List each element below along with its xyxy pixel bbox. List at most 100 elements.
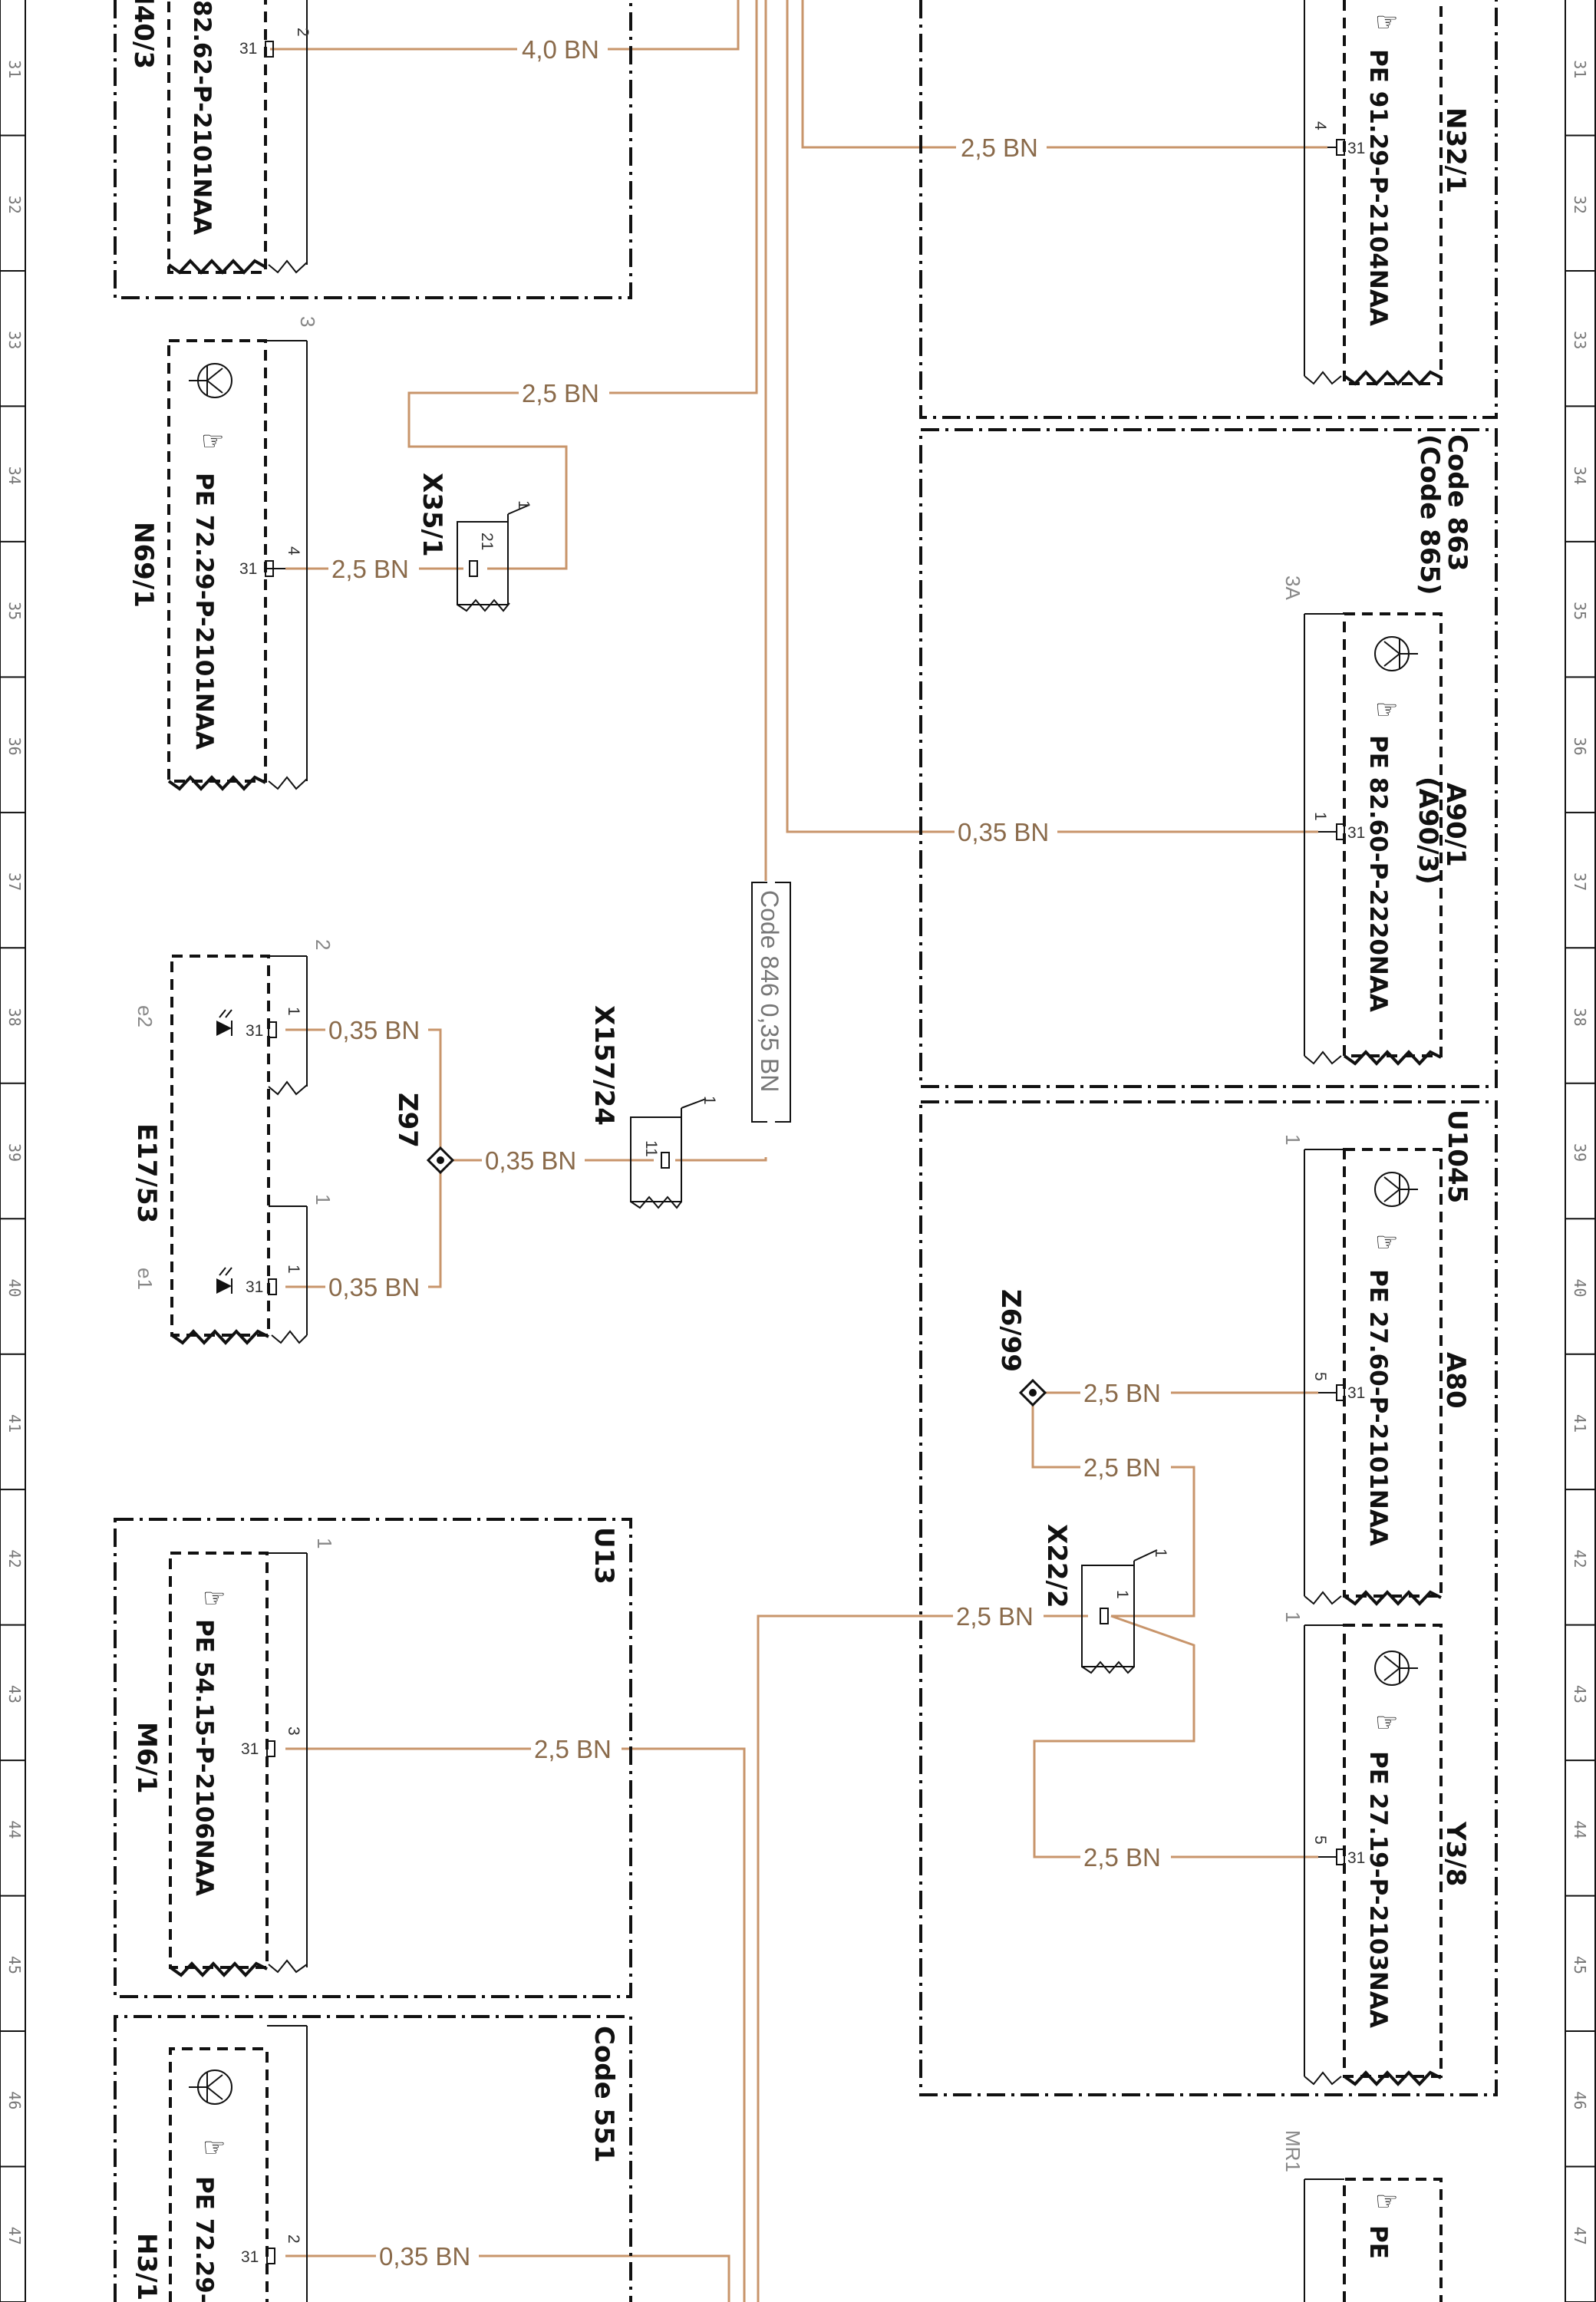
- ruler-number: 39: [1571, 1143, 1589, 1162]
- component-n40-3[interactable]: N40/3 82.62-P-2101NAA 2 31: [114, 0, 632, 299]
- ruler-number: 43: [1571, 1685, 1589, 1703]
- wire-label-a90: 0,35 BN: [958, 818, 1049, 846]
- x22-2-pins: 1: [1113, 1590, 1131, 1599]
- ruler-number: 40: [1571, 1278, 1589, 1297]
- ruler-number: 37: [5, 872, 24, 891]
- m6-1-label: M6/1: [131, 1722, 162, 1794]
- ruler-number: 41: [5, 1414, 24, 1433]
- component-e17-53[interactable]: E17/53 e2 e1 2 1 1 1 31 31: [131, 939, 335, 1345]
- z6-99-label: Z6/99: [995, 1289, 1026, 1372]
- code-551-label: Code 551: [589, 2026, 619, 2163]
- wire-m6: [285, 1747, 746, 2302]
- ruler-number: 44: [1571, 1820, 1589, 1839]
- led-icon-e1: [216, 1267, 232, 1294]
- a80-pin-ground: 31: [1347, 1384, 1365, 1402]
- wire-label-z97: 0,35 BN: [485, 1146, 576, 1175]
- component-n32-1[interactable]: ☞ PE 91.29-P-2104NAA N32/1 4 31: [919, 0, 1498, 419]
- transistor-icon: [1374, 636, 1418, 671]
- ruler-number: 32: [5, 196, 24, 214]
- ruler-number: 36: [5, 737, 24, 756]
- n69-1-pin-side: 4: [285, 546, 302, 556]
- wire-x157: [675, 1157, 767, 1162]
- splice-z6-99[interactable]: Z6/99: [995, 1289, 1047, 1407]
- m6-1-pin-top: 1: [313, 1538, 336, 1548]
- y3-8-pin-side: 5: [1311, 1835, 1329, 1845]
- wire-label-x22: 2,5 BN: [956, 1602, 1034, 1631]
- ruler-number: 42: [5, 1549, 24, 1568]
- component-u1045[interactable]: U1045 ☞ PE 27.60-P-2101NAA A80 1 5 31: [919, 1100, 1498, 2096]
- ruler-number: 39: [5, 1143, 24, 1162]
- e17-53-pin2: 2: [312, 939, 335, 950]
- ruler-number: 43: [5, 1685, 24, 1703]
- wire-label-y38: 2,5 BN: [1083, 1843, 1161, 1872]
- hand-pointer-icon: ☞: [1375, 2186, 1398, 2217]
- wire-n40: [270, 0, 740, 51]
- code-846-label: Code 846 0,35 BN: [756, 890, 783, 1092]
- n32-1-pin-side: 4: [1311, 121, 1329, 130]
- connector-x157-24[interactable]: X157/24 1 11: [589, 1005, 718, 1209]
- wire-x22-left: [757, 1614, 1088, 2302]
- n69-1-pin-top: 3: [296, 316, 319, 327]
- a80-pin-side: 5: [1311, 1372, 1329, 1381]
- h3-1-pin-ground: 31: [241, 2248, 259, 2266]
- ruler-number: 33: [1571, 331, 1589, 349]
- a80-ref: PE 27.60-P-2101NAA: [1364, 1269, 1392, 1546]
- ruler-number: 41: [1571, 1414, 1589, 1433]
- a90-1-pin-top: 3A: [1281, 576, 1304, 600]
- ruler-number: 35: [1571, 602, 1589, 620]
- ruler-number: 40: [5, 1278, 24, 1297]
- m6-1-pin-ground: 31: [241, 1740, 259, 1758]
- h3-1-pin-side: 2: [285, 2234, 302, 2244]
- ruler-number: 33: [5, 331, 24, 349]
- component-u13-m6-1[interactable]: U13 ☞ PE 54.15-P-2106NAA M6/1 1 3 31: [114, 1518, 632, 1998]
- connector-x35-1[interactable]: X35/1 1 21: [417, 473, 533, 612]
- wire-h3: [285, 2254, 730, 2302]
- mr1-ref: PE: [1364, 2225, 1392, 2259]
- code-863-line2: (Code 865): [1414, 434, 1445, 595]
- e17-53-ground-e1: 31: [246, 1278, 263, 1296]
- e2-label: e2: [134, 1005, 157, 1027]
- wire-label-h3: 0,35 BN: [379, 2242, 470, 2271]
- connector-x22-2[interactable]: X22/2 1 1: [1041, 1524, 1169, 1674]
- wires: [270, 0, 1327, 2302]
- z97-label: Z97: [392, 1093, 423, 1148]
- wire-z699-down: [1031, 1393, 1195, 1618]
- y3-8-pin-top: 1: [1281, 1611, 1304, 1622]
- ruler-number: 42: [1571, 1549, 1589, 1568]
- wire-label-e1: 0,35 BN: [328, 1273, 420, 1301]
- ruler-number: 34: [1571, 467, 1589, 485]
- code-863-line1: Code 863: [1442, 434, 1472, 572]
- x22-2-label: X22/2: [1041, 1524, 1072, 1608]
- n32-1-pin-ground: 31: [1347, 140, 1365, 157]
- wire-e1: [285, 1160, 442, 1288]
- ruler-number: 45: [1571, 1956, 1589, 1974]
- component-code863-a90-1[interactable]: Code 863 (Code 865) ☞ PE 82.60-P-2220NAA…: [919, 428, 1498, 1088]
- wire-label-a80: 2,5 BN: [1083, 1379, 1161, 1407]
- n32-1-label: N32/1: [1440, 107, 1471, 193]
- a80-pin-top: 1: [1281, 1134, 1304, 1145]
- e1-label: e1: [134, 1268, 157, 1290]
- e17-53-pin-a: 1: [285, 1007, 302, 1016]
- component-mr1[interactable]: ☞ PE MR1: [1281, 2130, 1443, 2302]
- transistor-icon: [1374, 1651, 1418, 1686]
- code-846-box: Code 846 0,35 BN: [751, 882, 791, 1123]
- h3-1-ref: PE 72.29-: [190, 2176, 218, 2302]
- a90-1-pin-side: 1: [1311, 812, 1329, 821]
- hand-pointer-icon: ☞: [1375, 694, 1398, 725]
- transistor-icon: [189, 2069, 232, 2105]
- a90-1-alt: (A90/3): [1413, 777, 1443, 885]
- y3-8-pin-ground: 31: [1347, 1849, 1365, 1867]
- n69-1-pin-ground: 31: [239, 560, 257, 578]
- transistor-icon: [189, 363, 232, 398]
- ruler-number: 47: [1571, 2227, 1589, 2245]
- n40-3-ref: 82.62-P-2101NAA: [188, 0, 216, 235]
- ruler-number: 45: [5, 1956, 24, 1974]
- component-code551-h3-1[interactable]: Code 551 ☞ PE 72.29- H3/1 2 31: [114, 2015, 632, 2302]
- x157-24-pin: 1: [701, 1096, 718, 1105]
- component-n69-1[interactable]: ☞ PE 72.29-P-2101NAA N69/1 3 4 31: [128, 316, 319, 791]
- n69-1-ref: PE 72.29-P-2101NAA: [190, 473, 218, 750]
- hand-pointer-icon: ☞: [1375, 1227, 1398, 1258]
- led-icon-e2: [216, 1009, 232, 1036]
- splice-z97[interactable]: Z97: [392, 1093, 455, 1175]
